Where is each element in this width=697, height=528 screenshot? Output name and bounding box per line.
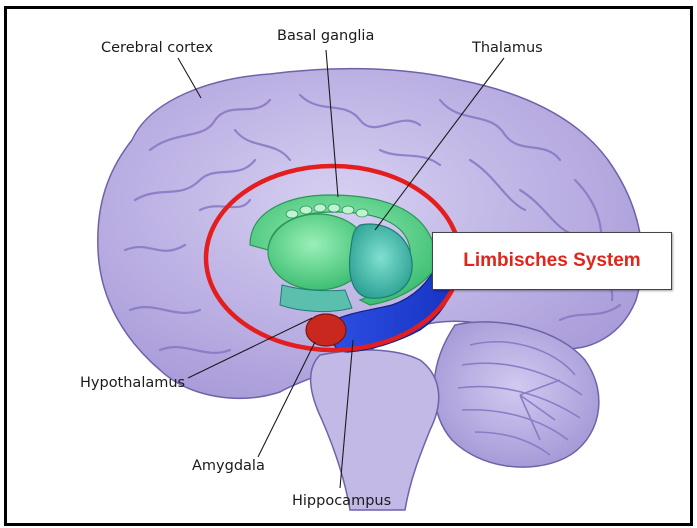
amygdala-shape xyxy=(306,314,346,346)
hypothalamus-label: Hypothalamus xyxy=(80,375,185,391)
brainstem-shape xyxy=(311,350,439,510)
cerebral-cortex-label: Cerebral cortex xyxy=(101,40,213,56)
amygdala-label: Amygdala xyxy=(192,458,265,474)
limbic-system-callout: Limbisches System xyxy=(432,232,672,290)
thalamus-label: Thalamus xyxy=(471,40,543,56)
hippocampus-label: Hippocampus xyxy=(292,493,391,509)
basal-ganglia-label: Basal ganglia xyxy=(277,28,374,44)
limbic-system-callout-text: Limbisches System xyxy=(463,250,640,272)
